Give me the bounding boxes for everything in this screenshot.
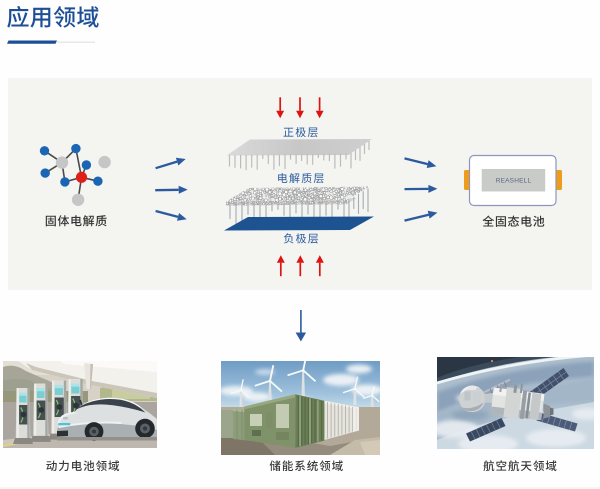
svg-text:REASHELL: REASHELL	[496, 178, 532, 185]
